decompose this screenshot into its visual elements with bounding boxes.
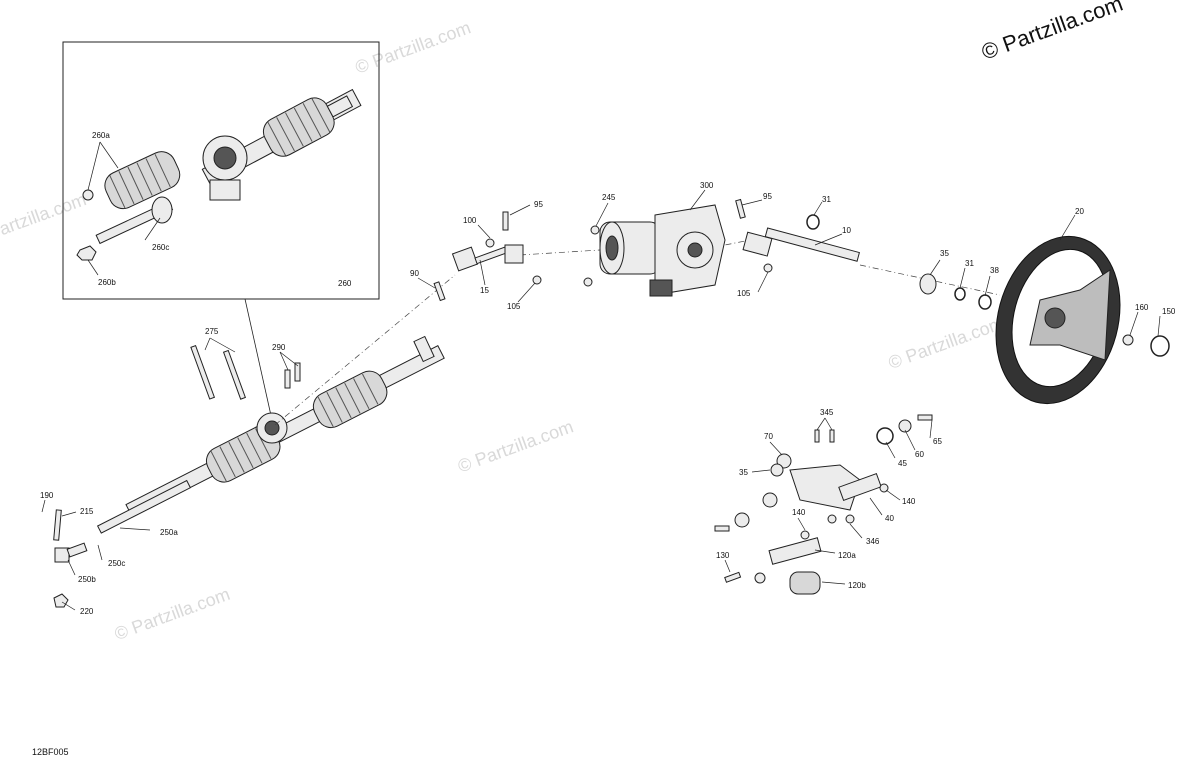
callout-300: 300 xyxy=(700,181,714,190)
watermark: © Partzilla.com xyxy=(112,584,233,644)
callout-190: 190 xyxy=(40,491,54,500)
callouts: 260a 260b 260c 260 275 290 190 215 250a … xyxy=(40,131,1176,616)
callout-38: 38 xyxy=(990,266,999,275)
tilt-bracket xyxy=(714,414,933,595)
callout-140-left: 140 xyxy=(792,508,806,517)
intermediate-shaft xyxy=(274,211,1001,426)
callout-10: 10 xyxy=(842,226,851,235)
inset-label-260: 260 xyxy=(338,279,352,288)
callout-105-upper: 105 xyxy=(737,289,751,298)
callout-60: 60 xyxy=(915,450,924,459)
callout-31-upper: 31 xyxy=(822,195,831,204)
callout-45: 45 xyxy=(898,459,907,468)
callout-90: 90 xyxy=(410,269,419,278)
callout-260b: 260b xyxy=(98,278,116,287)
eps-motor-unit xyxy=(583,204,726,297)
copyright-text: © Partzilla.com xyxy=(978,0,1126,65)
callout-105-shaft: 105 xyxy=(507,302,521,311)
watermark: © Partzilla.com xyxy=(352,17,473,77)
inset-leader xyxy=(244,298,273,421)
callout-40: 40 xyxy=(885,514,894,523)
callout-290: 290 xyxy=(272,343,286,352)
callout-70: 70 xyxy=(764,432,773,441)
callout-250a: 250a xyxy=(160,528,178,537)
callout-260a: 260a xyxy=(92,131,110,140)
watermark: © Partzilla.com xyxy=(886,313,1007,373)
callout-220: 220 xyxy=(80,607,94,616)
callout-35-upper: 35 xyxy=(940,249,949,258)
callout-65: 65 xyxy=(933,437,942,446)
callout-120b: 120b xyxy=(848,581,866,590)
callout-20: 20 xyxy=(1075,207,1084,216)
callout-140-right: 140 xyxy=(902,497,916,506)
callout-95-shaft: 95 xyxy=(534,200,543,209)
callout-35-bracket: 35 xyxy=(739,468,748,477)
callout-250b: 250b xyxy=(78,575,96,584)
callout-250c: 250c xyxy=(108,559,125,568)
callout-345: 345 xyxy=(820,408,834,417)
watermark: © Partzilla.com xyxy=(0,189,89,249)
callout-245: 245 xyxy=(602,193,616,202)
callout-346: 346 xyxy=(866,537,880,546)
callout-31-lower: 31 xyxy=(965,259,974,268)
callout-120a: 120a xyxy=(838,551,856,560)
diagram-code: 12BF005 xyxy=(32,747,69,757)
inset-rack-assembly xyxy=(76,88,362,261)
callout-160: 160 xyxy=(1135,303,1149,312)
leader-lines xyxy=(41,141,1161,611)
callout-275: 275 xyxy=(205,327,219,336)
inset-frame xyxy=(62,41,380,300)
steering-rack xyxy=(53,335,445,608)
callout-100: 100 xyxy=(463,216,477,225)
callout-215: 215 xyxy=(80,507,94,516)
watermark: © Partzilla.com xyxy=(455,416,576,476)
callout-95-upper: 95 xyxy=(763,192,772,201)
callout-130: 130 xyxy=(716,551,730,560)
callout-260c: 260c xyxy=(152,243,169,252)
steering-wheel xyxy=(995,235,1170,405)
upper-shaft xyxy=(735,198,992,310)
callout-150: 150 xyxy=(1162,307,1176,316)
callout-15: 15 xyxy=(480,286,489,295)
